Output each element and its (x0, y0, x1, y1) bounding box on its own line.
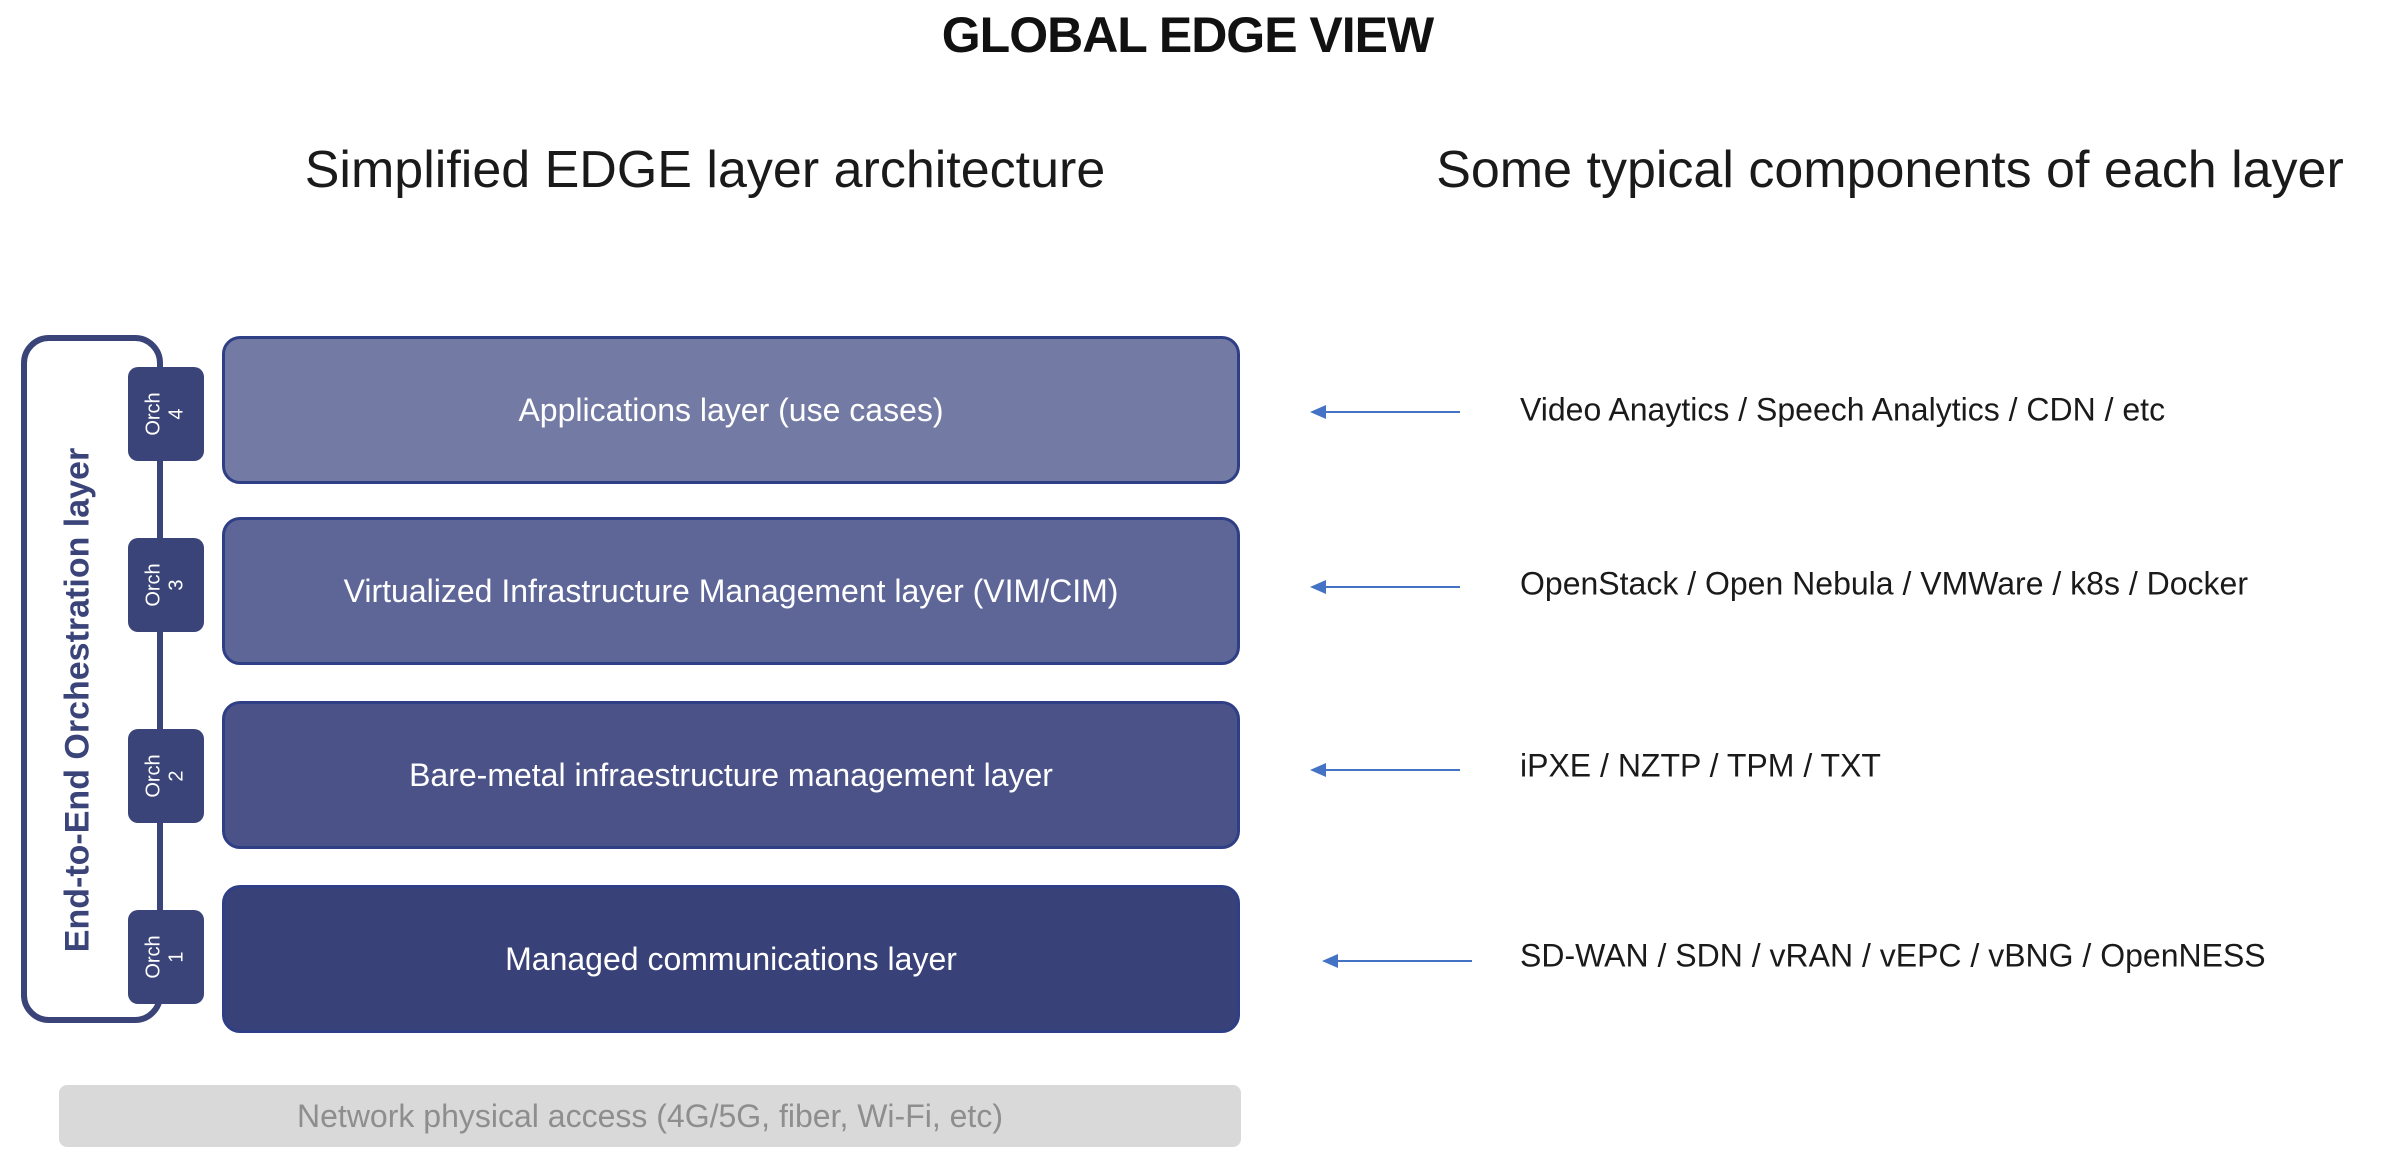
page-title: GLOBAL EDGE VIEW (941, 7, 1434, 63)
arrow-left-icon (1322, 954, 1472, 968)
orch-tab-1: Orch 1 (128, 910, 204, 1004)
communications-components: SD-WAN / SDN / vRAN / vEPC / vBNG / Open… (1520, 937, 2266, 974)
orch-tab-3-label: Orch 3 (143, 563, 188, 607)
orch-tab-3: Orch 3 (128, 538, 204, 632)
arrow-left-icon (1310, 580, 1460, 594)
bare-metal-layer: Bare-metal infraestructure management la… (222, 701, 1240, 849)
orch-tab-2-label: Orch 2 (143, 754, 188, 798)
arrow-left-icon (1310, 405, 1460, 419)
network-physical-access: Network physical access (4G/5G, fiber, W… (59, 1085, 1241, 1147)
applications-components: Video Anaytics / Speech Analytics / CDN … (1520, 391, 2166, 428)
communications-layer: Managed communications layer (222, 885, 1240, 1033)
bare-metal-components: iPXE / NZTP / TPM / TXT (1520, 747, 1881, 784)
orch-tab-4: Orch 4 (128, 367, 204, 461)
applications-layer: Applications layer (use cases) (222, 336, 1240, 484)
orch-tab-4-label: Orch 4 (143, 392, 188, 436)
orch-tab-1-label: Orch 1 (143, 935, 188, 979)
right-heading: Some typical components of each layer (1436, 141, 2344, 199)
orchestration-layer-label: End-to-End Orchestration layer (58, 447, 97, 953)
orchestration-bracket (21, 335, 163, 1023)
orch-tab-2: Orch 2 (128, 729, 204, 823)
left-heading: Simplified EDGE layer architecture (304, 141, 1106, 199)
vim-layer: Virtualized Infrastructure Management la… (222, 517, 1240, 665)
vim-components: OpenStack / Open Nebula / VMWare / k8s /… (1520, 565, 2248, 602)
arrow-left-icon (1310, 763, 1460, 777)
